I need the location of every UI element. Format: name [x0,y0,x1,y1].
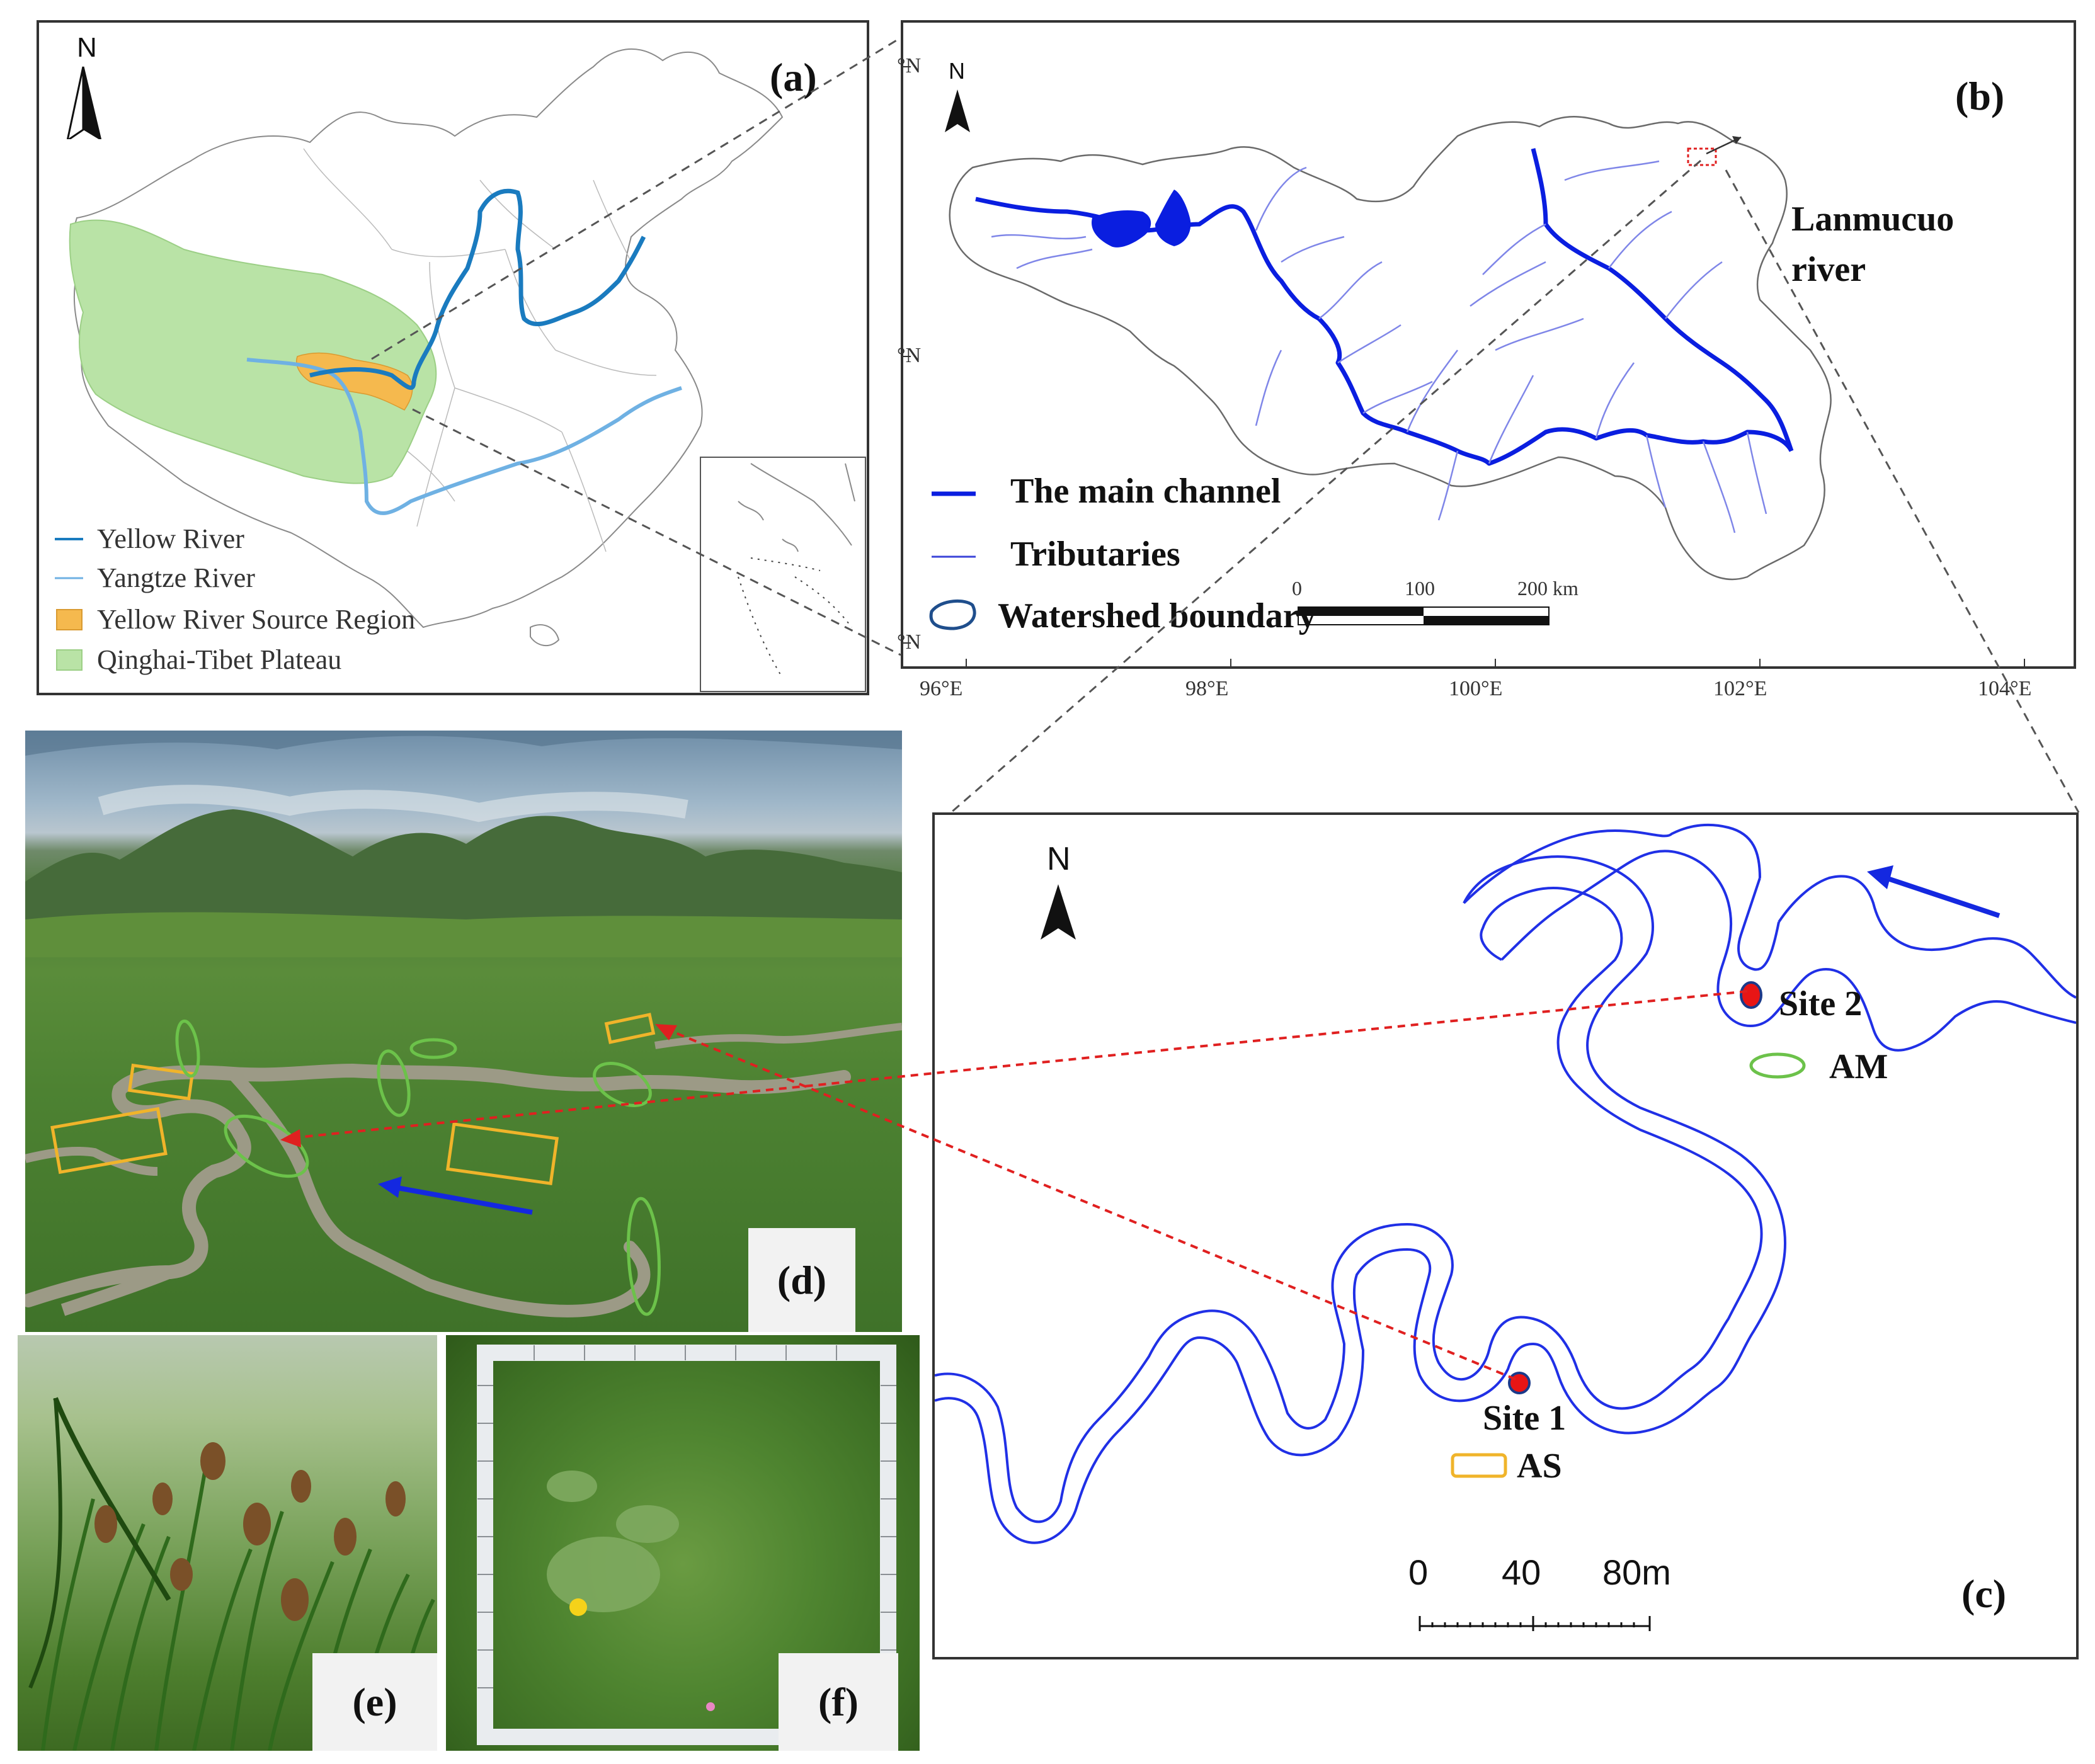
lanmucuo-callout-box [1687,147,1717,166]
panel-label-c: (c) [1961,1571,2007,1616]
as-box-4 [445,1122,559,1186]
scale-b-200: 200 km [1517,577,1578,600]
am-ellipse-2 [409,1038,457,1059]
am-ellipse-5 [224,1114,309,1178]
am-legend-label: AM [1829,1047,1888,1086]
lat-tick-3: °N [897,630,922,654]
legend-yangtze-river: Yangtze River [97,562,255,593]
panel-e-photo: (e) [18,1335,437,1751]
panel-label-f: (f) [779,1653,898,1751]
lon-tick-100: 100°E [1449,677,1503,700]
site-2-marker [1740,981,1762,1009]
main-channel-branch [1531,148,1794,452]
flow-arrow-d [393,1185,533,1215]
plateau-box-icon [56,649,83,671]
north-arrow-a: N [64,32,115,139]
north-arrow-c: N [1036,840,1086,947]
site-1-marker [1508,1372,1531,1394]
lanmucuo-label-2: river [1791,250,1866,289]
panel-c: N Site 2 AM Site 1 AS 0 40 80m (c) [932,812,2079,1659]
lon-tick-104: 104°E [1978,677,2032,700]
north-arrow-icon [66,66,102,139]
north-arrow-icon [945,89,970,132]
panel-label-e: (e) [312,1653,437,1751]
am-ellipse-3 [377,1049,411,1117]
panel-label-b: (b) [1955,74,2005,118]
scale-bar-c [1419,1616,1651,1631]
north-letter-a: N [77,32,97,63]
as-legend-icon [1451,1453,1507,1478]
lake-east [1155,190,1191,246]
river-site-map [935,823,2076,1631]
scale-c-80: 80m [1602,1552,1671,1592]
legend-a: Yellow River Yangtze River Yellow River … [52,514,493,690]
flow-arrow-c [1885,875,2001,918]
legend-tributaries: Tributaries [1010,535,1180,574]
legend-source-region: Yellow River Source Region [97,604,416,635]
main-channel [975,196,1794,466]
lon-tick-96: 96°E [920,677,963,700]
north-letter-b: N [949,58,965,84]
as-box-3 [50,1107,168,1175]
scale-bar-b [1298,606,1550,625]
lon-tick-98: 98°E [1185,677,1229,700]
site-1-label: Site 1 [1483,1399,1567,1438]
scale-b-100: 100 [1405,577,1435,600]
legend-plateau: Qinghai-Tibet Plateau [97,644,342,675]
panel-a: N (a) Yellow River Yangtze River Yellow … [37,20,869,695]
panel-d-photo: (d) [25,731,902,1332]
am-ellipse-1 [175,1019,200,1078]
lake-west [1092,210,1151,248]
am-ellipse-6 [627,1197,661,1316]
panel-label-d: (d) [748,1228,855,1332]
north-letter-c: N [1047,841,1071,877]
yellow-flower [569,1598,587,1616]
qinghai-tibet-plateau [69,219,437,484]
north-arrow-icon [1041,884,1076,940]
site-2-label: Site 2 [1779,984,1863,1023]
scale-c-0: 0 [1408,1552,1429,1592]
as-legend-label: AS [1517,1447,1562,1486]
am-legend-icon [1749,1052,1806,1079]
legend-a-symbols [55,538,83,671]
as-box-1 [127,1063,195,1101]
legend-yellow-river: Yellow River [97,523,244,554]
scale-b-0: 0 [1292,577,1302,600]
panel-label-a: (a) [770,55,817,100]
north-arrow-b: N [942,58,980,146]
panel-f-photo: (f) [446,1335,920,1751]
legend-main-channel: The main channel [1010,472,1281,511]
source-region [296,352,413,411]
as-box-2 [604,1013,656,1044]
lat-tick-1: °N [897,54,922,77]
lanmucuo-label-1: Lanmucuo [1791,200,1955,239]
panel-b: N (b) °N °N °N Lanmucuo river The main c… [897,20,2076,669]
scale-c-40: 40 [1502,1552,1541,1592]
lat-tick-2: °N [897,344,922,367]
watershed-legend-icon [929,599,976,630]
source-region-box-icon [56,609,83,630]
lon-tick-102: 102°E [1713,677,1767,700]
legend-watershed: Watershed boundary [998,596,1316,635]
